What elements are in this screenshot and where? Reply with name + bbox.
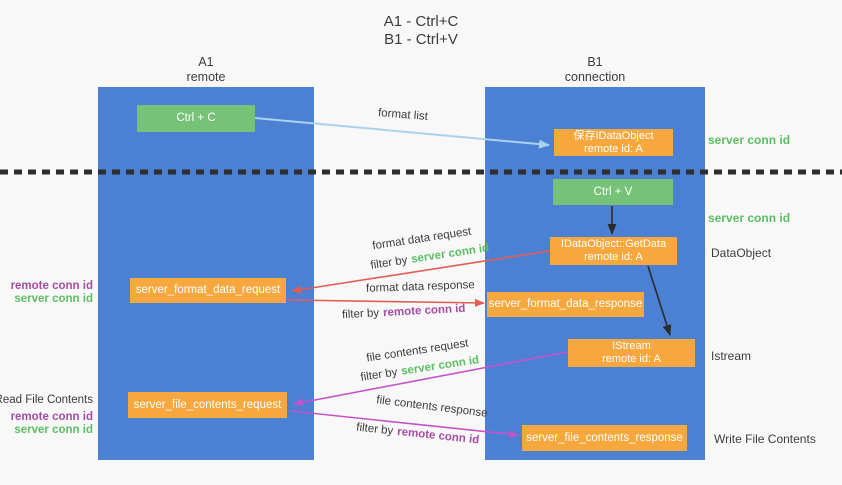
title-line-1: A1 - Ctrl+C — [383, 13, 459, 30]
node-save-dataobject-line2: remote id: A — [584, 142, 643, 155]
lane-header-b1: B1 connection — [485, 55, 705, 85]
node-format-response: server_format_data_response — [487, 292, 644, 317]
side-server-conn-id-2: server conn id — [14, 424, 93, 436]
lane-a1-name: A1 — [198, 55, 214, 69]
node-istream-line1: IStream — [612, 340, 651, 352]
node-ctrl-v-label: Ctrl + V — [593, 185, 633, 198]
node-format-request: server_format_data_request — [130, 278, 286, 303]
side-server-conn-id-1: server conn id — [14, 293, 93, 305]
lane-a1-subtitle: remote — [186, 70, 226, 84]
side-server-conn-id-mid: server conn id — [708, 211, 791, 225]
arrow-format-data-response — [287, 298, 485, 307]
arrow-format-list — [254, 117, 550, 149]
node-ctrl-c-label: Ctrl + C — [176, 112, 216, 124]
side-istream-label: Istream — [711, 349, 752, 363]
lane-b1-subtitle: connection — [564, 70, 626, 84]
arrow-getdata-to-istream — [647, 265, 672, 336]
node-istream-line2: remote id: A — [602, 353, 661, 365]
side-dataobject-label: DataObject — [711, 246, 772, 260]
node-istream: IStream remote id: A — [568, 339, 695, 367]
arrow-format-data-request — [291, 250, 550, 294]
node-ctrl-c: Ctrl + C — [137, 105, 255, 132]
diagram-title: A1 - Ctrl+C B1 - Ctrl+V — [0, 13, 842, 49]
side-server-conn-id-top: server conn id — [708, 133, 791, 147]
node-getdata: IDataObject::GetData remote id: A — [550, 237, 677, 265]
lane-b1-name: B1 — [587, 55, 603, 69]
lane-header-a1: A1 remote — [98, 55, 314, 85]
node-file-response: server_file_contents_response — [522, 425, 687, 451]
node-format-response-label: server_format_data_response — [488, 298, 643, 310]
side-remote-conn-id-2: remote conn id — [10, 411, 93, 423]
arrow-file-contents-request — [293, 351, 568, 407]
node-save-dataobject: 保存IDataObject remote id: A — [554, 129, 673, 156]
node-file-response-label: server_file_contents_response — [526, 431, 683, 444]
side-conn-ids-format: remote conn id server conn id — [11, 280, 93, 306]
node-file-request: server_file_contents_request — [128, 392, 287, 418]
filter-by-text: filter by — [341, 307, 380, 322]
side-remote-conn-id-1: remote conn id — [10, 280, 93, 292]
side-read-file-contents: Read File Contents — [0, 394, 93, 406]
side-conn-ids-file: remote conn id server conn id — [11, 411, 93, 437]
node-getdata-line2: remote id: A — [584, 251, 643, 263]
node-save-dataobject-line1: 保存IDataObject — [573, 129, 654, 142]
node-getdata-line1: IDataObject::GetData — [560, 238, 667, 250]
side-write-file-contents: Write File Contents — [714, 432, 816, 446]
node-format-request-label: server_format_data_request — [135, 284, 281, 296]
title-line-2: B1 - Ctrl+V — [384, 31, 458, 48]
arrow-file-contents-response — [290, 410, 519, 439]
node-file-request-label: server_file_contents_request — [133, 398, 282, 411]
node-ctrl-v: Ctrl + V — [553, 179, 673, 205]
